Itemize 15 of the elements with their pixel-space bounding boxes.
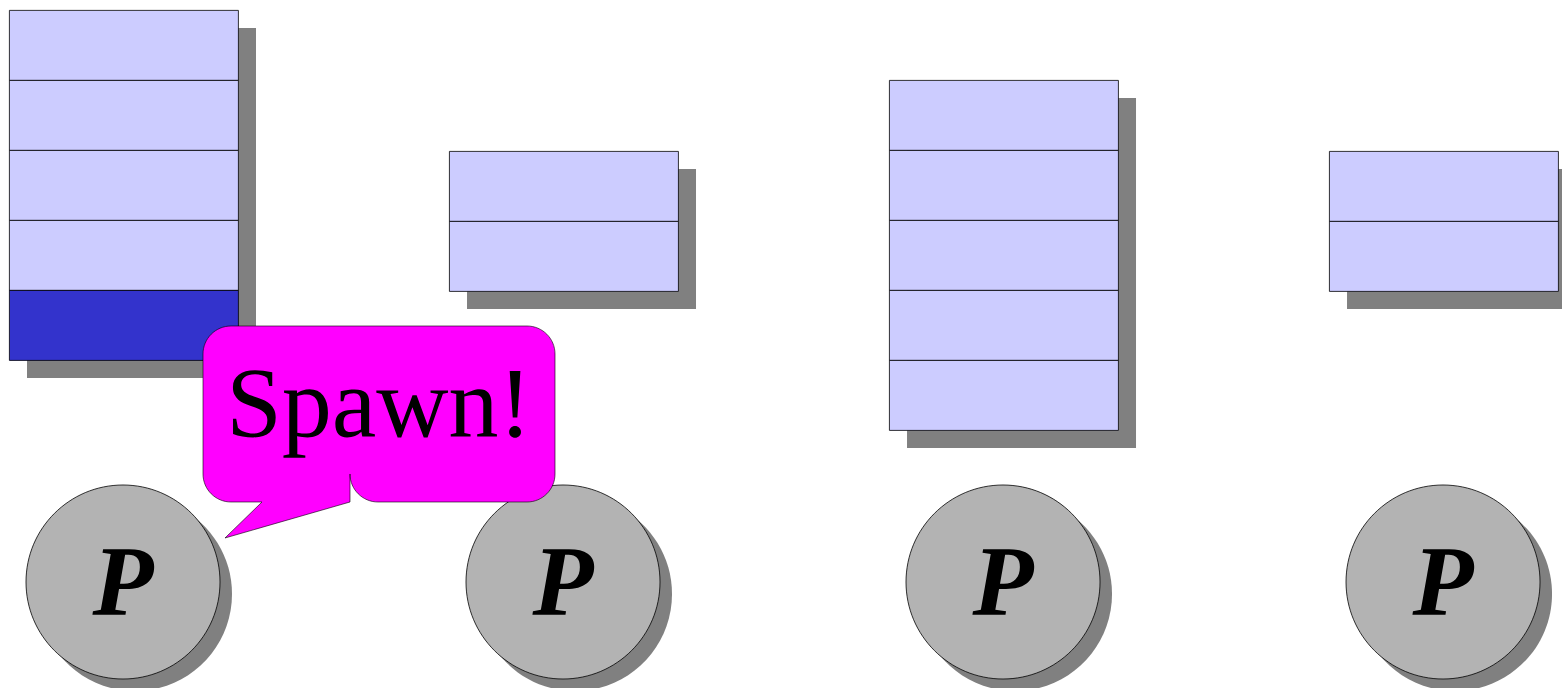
stack-cell	[1329, 151, 1559, 222]
stack-cell	[9, 10, 239, 81]
stack-cell	[9, 290, 239, 361]
stack-cell	[9, 220, 239, 291]
stack-cell	[449, 221, 679, 292]
stack-cell	[889, 220, 1119, 291]
stack-cell	[9, 80, 239, 151]
stack-cell	[1329, 221, 1559, 292]
stack-cell	[9, 150, 239, 221]
stack-cell	[889, 290, 1119, 361]
stack-cell	[889, 150, 1119, 221]
stack-cell	[889, 80, 1119, 151]
stack-cell	[889, 360, 1119, 431]
speech-bubble: Spawn!	[202, 325, 556, 539]
stack-cell	[449, 151, 679, 222]
